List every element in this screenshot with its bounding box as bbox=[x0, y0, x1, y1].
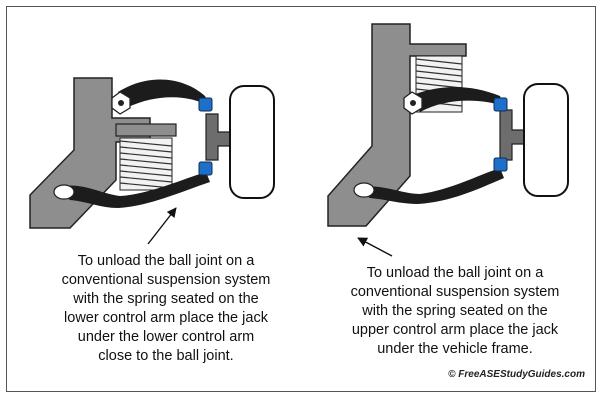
caption-upper-arm: To unload the ball joint on a convention… bbox=[350, 265, 560, 357]
copyright-credit: © FreeASEStudyGuides.com bbox=[448, 369, 585, 380]
lower-ball-joint-right bbox=[493, 157, 508, 172]
lower-ball-joint-left bbox=[198, 161, 213, 176]
coil-spring-left bbox=[119, 137, 173, 191]
upper-ball-joint-left bbox=[198, 97, 213, 112]
upper-ball-joint-right bbox=[493, 97, 508, 112]
upper-control-arm-right bbox=[410, 87, 504, 112]
upper-arm-spring-assembly bbox=[327, 23, 569, 257]
lower-arm-spring-assembly bbox=[29, 77, 275, 245]
lower-control-arm-left bbox=[54, 172, 210, 208]
lower-control-arm-right bbox=[354, 168, 504, 204]
spring-seat-left bbox=[115, 123, 177, 137]
jack-arrow-right bbox=[357, 237, 393, 257]
steering-knuckle-right bbox=[499, 109, 525, 161]
caption-lower-arm: To unload the ball joint on a convention… bbox=[61, 253, 271, 364]
vehicle-frame-right bbox=[327, 23, 467, 227]
tire-left bbox=[229, 85, 275, 199]
jack-arrow-left bbox=[147, 207, 177, 245]
tire-right bbox=[523, 83, 569, 197]
steering-knuckle-left bbox=[205, 113, 233, 161]
upper-control-arm-left bbox=[118, 79, 210, 108]
